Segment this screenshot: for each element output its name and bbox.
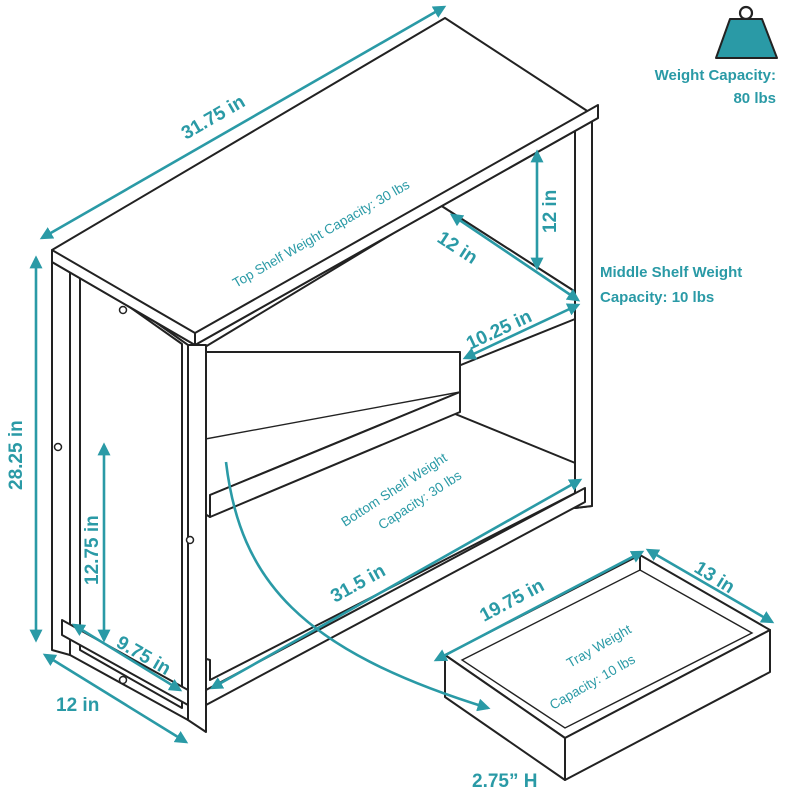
weight-capacity-line2: 80 lbs: [733, 90, 776, 107]
lower-depth-arrow: [71, 623, 183, 692]
weight-icon: [715, 5, 778, 59]
top-length-label: 31.75 in: [178, 91, 249, 144]
middle-shelf-capacity-line1: Middle Shelf Weight: [600, 264, 742, 281]
weight-capacity-line1: Weight Capacity:: [655, 67, 776, 84]
lower-gap-height-label: 12.75 in: [82, 515, 103, 585]
upper-gap-depth-arrow: [449, 213, 581, 302]
height-label: 28.25 in: [6, 420, 27, 490]
middle-shelf-capacity-line2: Capacity: 10 lbs: [600, 289, 714, 306]
depth-arrow: [42, 653, 189, 744]
tray-height-label: 2.75” H: [472, 771, 537, 792]
tray-width-arrow: [645, 548, 775, 624]
dimension-arrows: [29, 5, 775, 744]
tray-pullout-arrow: [224, 461, 491, 712]
upper-gap-height-label: 12 in: [540, 190, 561, 233]
inner-length-arrow: [209, 478, 583, 690]
depth-label: 12 in: [56, 695, 99, 716]
top-length-arrow: [39, 5, 447, 240]
tray-length-arrow: [433, 550, 645, 662]
drawer-depth-arrow: [462, 303, 581, 360]
